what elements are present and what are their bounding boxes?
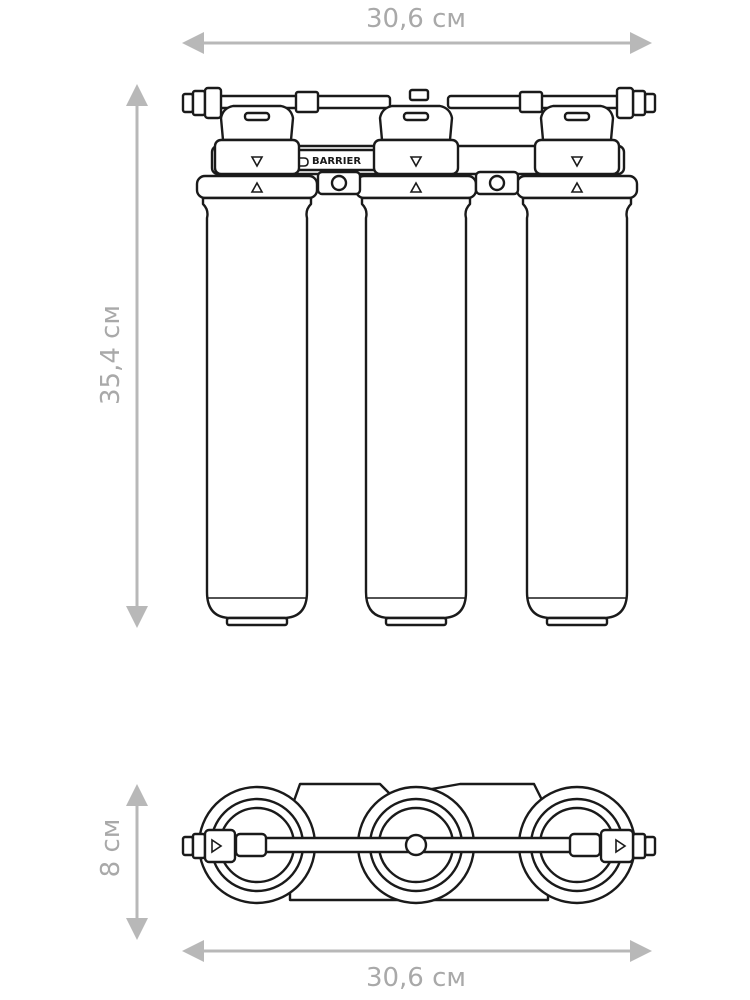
cartridge-base [384, 616, 448, 627]
top-width-arrow-left-icon [182, 32, 204, 54]
flow-down-triangle-icon [409, 156, 423, 168]
cartridge-base [545, 616, 609, 627]
front-view: BARRIER [181, 86, 657, 627]
flow-up-triangle-icon [570, 181, 584, 193]
top-outlet-triangle-icon [615, 838, 627, 854]
brand-name: BARRIER [312, 156, 361, 167]
outlet-fitting [615, 86, 657, 120]
height-arrow-down-icon [126, 606, 148, 628]
head-slot [563, 111, 591, 122]
filter-unit-1 [195, 104, 319, 627]
inlet-fitting [181, 86, 223, 120]
depth-label: 8 см [96, 819, 126, 878]
filter-unit-2 [354, 104, 478, 627]
cartridge-base [225, 616, 289, 627]
flow-up-triangle-icon [409, 181, 423, 193]
depth-arrow-down-icon [126, 918, 148, 940]
top-inlet-triangle-icon [211, 838, 223, 854]
bracket-bolts [316, 170, 520, 196]
cartridge-collar [195, 174, 319, 200]
top-view-center-valve [404, 833, 428, 857]
filter-unit-3 [515, 104, 639, 627]
height-arrow-up-icon [126, 84, 148, 106]
cartridge-collar [354, 174, 478, 200]
top-width-label: 30,6 см [366, 4, 466, 34]
head-slot [402, 111, 430, 122]
height-label: 35,4 см [96, 305, 126, 405]
depth-dimension: 8 см [96, 784, 148, 940]
filter-head-cap [539, 104, 615, 142]
filter-cartridge [521, 196, 633, 620]
top-width-arrow-right-icon [630, 32, 652, 54]
depth-arrow-up-icon [126, 784, 148, 806]
top-view [181, 782, 657, 905]
bottom-width-arrow-left-icon [182, 940, 204, 962]
filter-units [195, 104, 639, 627]
height-dimension: 35,4 см [96, 84, 148, 628]
top-width-dimension: 30,6 см [182, 4, 652, 54]
bottom-width-arrow-right-icon [630, 940, 652, 962]
filter-cartridge [201, 196, 313, 620]
top-outlet-fitting [599, 828, 657, 864]
filter-head-cap [378, 104, 454, 142]
top-inlet-fitting [181, 828, 237, 864]
pipe-clamp-right [518, 90, 544, 114]
barrier-logo-icon [295, 154, 309, 167]
flow-up-triangle-icon [250, 181, 264, 193]
pipe-clamp-left [294, 90, 320, 114]
bolt-left [330, 174, 348, 192]
bottom-width-label: 30,6 см [366, 963, 466, 993]
bottom-width-dimension: 30,6 см [182, 940, 652, 993]
top-valve [408, 88, 430, 102]
head-slot [243, 111, 271, 122]
filter-cartridge [360, 196, 472, 620]
flow-down-triangle-icon [570, 156, 584, 168]
cartridge-collar [515, 174, 639, 200]
flow-down-triangle-icon [250, 156, 264, 168]
filter-head-cap [219, 104, 295, 142]
bolt-right [488, 174, 506, 192]
